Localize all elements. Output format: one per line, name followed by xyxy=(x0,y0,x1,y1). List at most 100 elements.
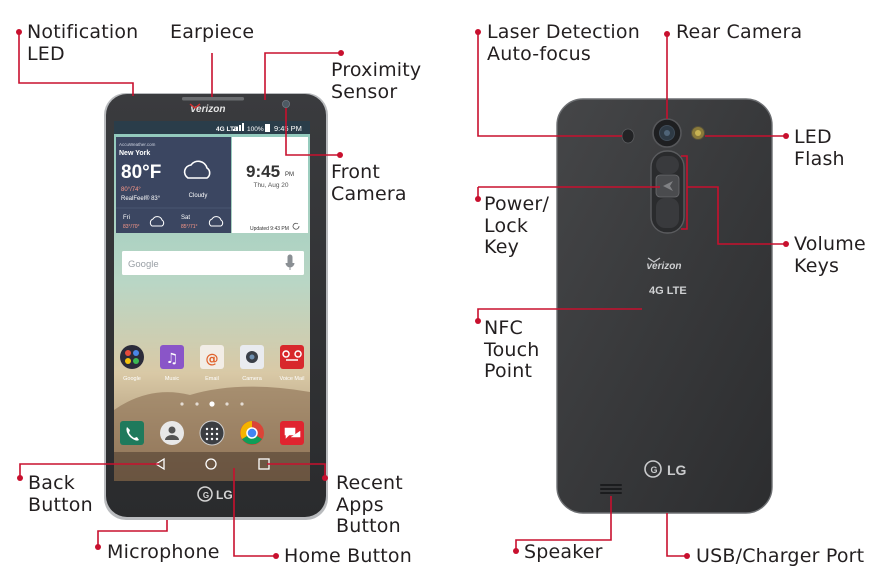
callout-dot-speaker xyxy=(513,548,519,554)
speaker-grille xyxy=(600,484,622,494)
callout-home-button xyxy=(233,468,276,557)
app-icon-google[interactable] xyxy=(120,345,144,369)
callout-speaker xyxy=(515,496,612,551)
signal-icon xyxy=(233,123,244,131)
callout-back-button xyxy=(19,463,159,478)
volume-down-key[interactable] xyxy=(656,198,679,228)
callout-laser-detection xyxy=(477,32,622,137)
label-nfc-touch-point: NFC Touch Point xyxy=(484,317,540,382)
callout-dot-led-flash xyxy=(783,133,789,139)
google-dot-blue xyxy=(133,350,139,356)
volume-up-key[interactable] xyxy=(656,156,679,174)
front-verizon-logo: verizon xyxy=(190,104,225,115)
cloud-icon xyxy=(183,160,211,179)
label-led-flash: LED Flash xyxy=(794,126,845,170)
forecast-temps-1: 83°/70° xyxy=(123,224,140,230)
status-time: 9:45 PM xyxy=(274,124,302,133)
music-note-icon: ♫ xyxy=(166,351,179,367)
callout-dot-usb xyxy=(684,553,690,559)
laser-af-sensor xyxy=(621,128,635,144)
status-network: 4G LTE xyxy=(216,126,239,133)
forecast-sun-cloud-icon xyxy=(208,216,224,227)
label-volume-keys: Volume Keys xyxy=(794,233,866,277)
mic-icon[interactable] xyxy=(285,254,295,270)
verizon-check-icon xyxy=(189,103,201,109)
messaging-bubble-icon xyxy=(284,427,301,439)
app-icon-voicemail[interactable] xyxy=(280,345,304,369)
callout-front-camera xyxy=(285,108,340,156)
label-front-camera: Front Camera xyxy=(331,161,407,205)
contacts-body-icon xyxy=(165,435,179,440)
google-search-bar[interactable] xyxy=(122,251,304,275)
front-brand: LG xyxy=(216,488,233,502)
voicemail-icon xyxy=(282,350,302,361)
app-label-camera: Camera xyxy=(242,376,263,382)
callout-microphone xyxy=(97,520,168,547)
status-battery: 100% xyxy=(247,126,264,133)
callout-dot-front-camera xyxy=(337,152,343,158)
callout-dot-volume xyxy=(783,241,789,247)
weather-condition: Cloudy xyxy=(189,193,208,199)
app-label-music: Music xyxy=(165,376,180,382)
email-at-icon: @ xyxy=(206,352,219,367)
back-network-badge: 4G LTE xyxy=(649,285,687,297)
clock-widget[interactable] xyxy=(232,137,308,233)
weather-realfeel: RealFeel® 83° xyxy=(121,195,161,202)
weather-city: New York xyxy=(119,150,150,157)
forecast-day-1: Fri xyxy=(123,215,130,221)
weather-widget[interactable] xyxy=(116,137,231,233)
front-camera-lens xyxy=(281,100,290,109)
app-label-email: Email xyxy=(205,376,219,382)
callout-lines xyxy=(16,29,789,559)
earpiece-slot xyxy=(182,97,244,101)
back-lg-logo-icon xyxy=(644,460,662,478)
led-flash-core xyxy=(695,130,701,136)
app-icon-email[interactable] xyxy=(200,345,224,369)
google-dot-yellow xyxy=(125,358,131,364)
refresh-icon[interactable] xyxy=(292,222,300,230)
power-key-texture xyxy=(663,181,673,191)
callout-dot-microphone xyxy=(95,544,101,550)
callout-dot-proximity xyxy=(338,50,344,56)
back-lg-logo-mark: G xyxy=(650,465,657,475)
clock-time: 9:45 xyxy=(246,162,280,181)
label-laser-detection: Laser Detection Auto-focus xyxy=(487,21,640,65)
label-home-button: Home Button xyxy=(284,545,412,567)
back-nav-icon[interactable] xyxy=(154,457,165,471)
front-lg-logo-mark: G xyxy=(203,491,209,500)
weather-source: AccuWeather.com xyxy=(119,142,156,147)
label-recent-apps-button: Recent Apps Button xyxy=(336,472,403,537)
app-icon-music[interactable] xyxy=(160,345,184,369)
callout-volume-bracket xyxy=(681,155,688,230)
forecast-rain-icon xyxy=(149,216,165,227)
camera-lens-center xyxy=(249,354,255,360)
google-dot-green xyxy=(133,358,139,364)
app-drawer-grid-icon xyxy=(205,427,219,441)
dock xyxy=(120,420,304,446)
callout-dot-laser xyxy=(475,29,481,35)
callout-nfc xyxy=(477,308,642,321)
home-nav-icon[interactable] xyxy=(205,458,217,470)
front-phone: verizon 4G LTE 100% 9:45 PM AccuWeather.… xyxy=(104,93,328,520)
callout-dot-notification-led xyxy=(16,29,22,35)
dock-phone-app[interactable] xyxy=(120,421,144,445)
label-proximity-sensor: Proximity Sensor xyxy=(331,59,422,103)
back-verizon-check-icon xyxy=(647,257,661,263)
front-lg-logo-icon xyxy=(197,486,213,502)
label-microphone: Microphone xyxy=(107,541,220,563)
label-notification-led: Notification LED xyxy=(27,21,139,65)
callout-dot-home-button xyxy=(273,553,279,559)
label-speaker: Speaker xyxy=(524,541,603,563)
clock-suffix: PM xyxy=(285,172,294,178)
callout-volume-keys xyxy=(687,186,786,245)
callout-usb-port xyxy=(666,513,687,557)
contacts-person-icon xyxy=(168,426,176,434)
label-usb-charger-port: USB/Charger Port xyxy=(696,545,865,567)
front-screen: 4G LTE 100% 9:45 PM AccuWeather.com New … xyxy=(114,121,310,481)
navigation-bar xyxy=(114,452,310,481)
back-phone: verizon 4G LTE G LG xyxy=(556,98,773,514)
forecast-day-2: Sat xyxy=(181,215,190,221)
callout-dot-rear-camera xyxy=(664,31,670,37)
clock-updated: Updated 9:43 PM xyxy=(250,226,289,232)
